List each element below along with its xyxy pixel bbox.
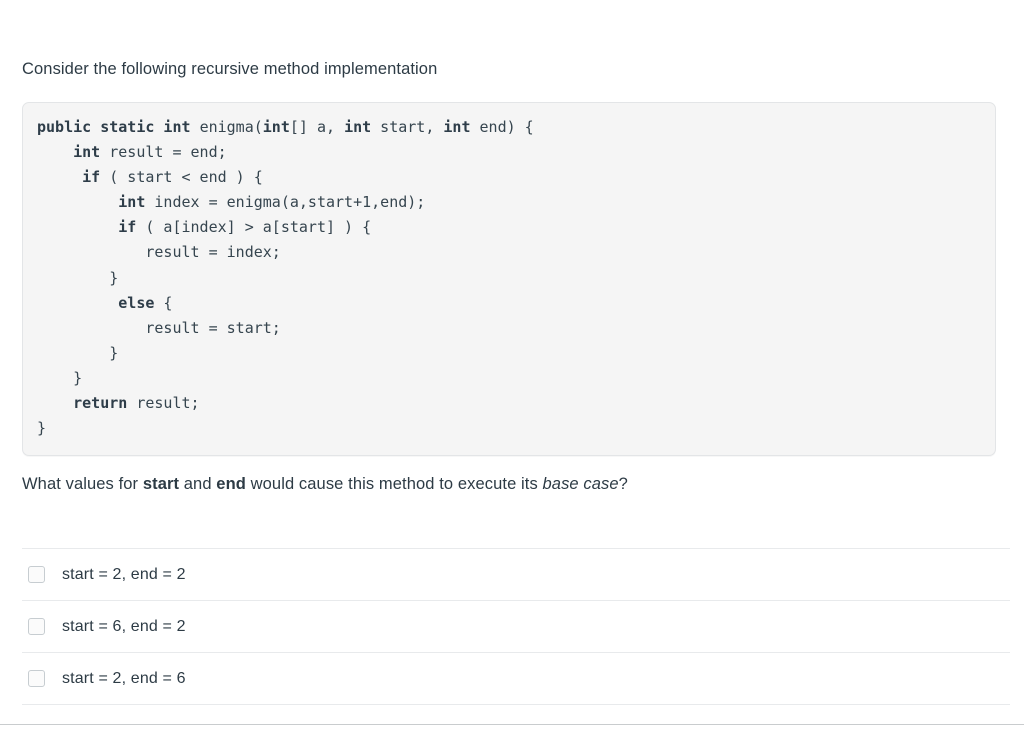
page-bottom-divider (0, 724, 1024, 725)
answer-options-list: start = 2, end = 2 start = 6, end = 2 st… (22, 548, 1010, 705)
code-content: public static int enigma(int[] a, int st… (37, 118, 534, 438)
intro-prompt: Consider the following recursive method … (22, 60, 438, 78)
answer-option-label: start = 2, end = 2 (62, 565, 186, 583)
code-block: public static int enigma(int[] a, int st… (22, 102, 996, 457)
question-text: What values for start and end would caus… (22, 475, 628, 493)
checkbox-icon[interactable] (28, 566, 45, 583)
answer-option-label: start = 6, end = 2 (62, 617, 186, 635)
answer-option-row[interactable]: start = 6, end = 2 (22, 601, 1010, 653)
checkbox-icon[interactable] (28, 618, 45, 635)
answer-option-row[interactable]: start = 2, end = 2 (22, 549, 1010, 601)
answer-option-row[interactable]: start = 2, end = 6 (22, 653, 1010, 705)
checkbox-icon[interactable] (28, 670, 45, 687)
answer-option-label: start = 2, end = 6 (62, 669, 186, 687)
